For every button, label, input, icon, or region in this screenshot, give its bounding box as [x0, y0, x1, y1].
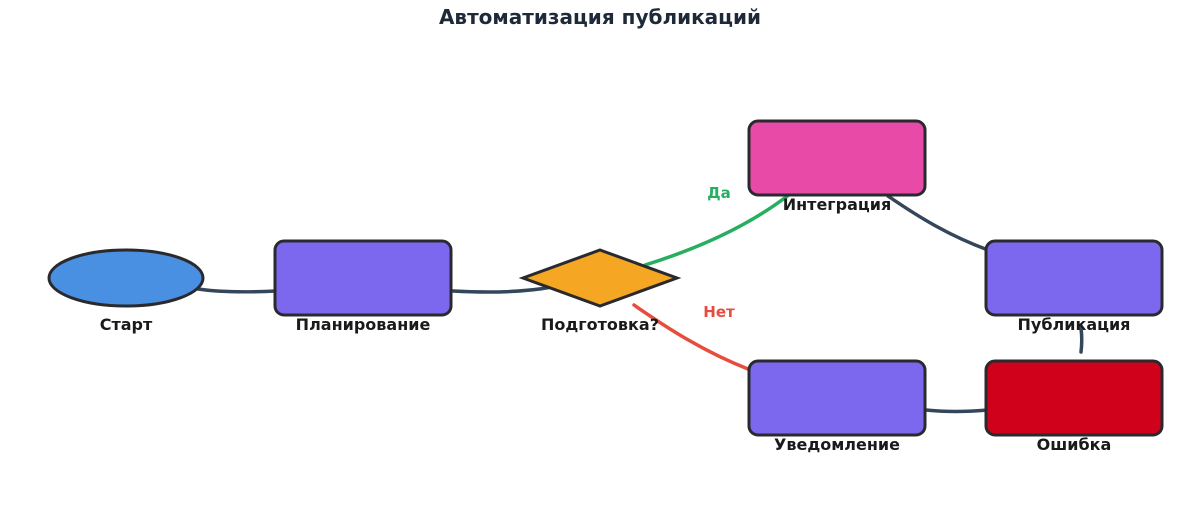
error-node [984, 359, 1164, 437]
error-label: Ошибка [1037, 435, 1112, 454]
notification-node [747, 359, 927, 437]
start-label: Старт [100, 315, 153, 334]
edge-label-no: Нет [703, 303, 735, 321]
integration-label: Интеграция [783, 195, 892, 214]
publication-node [984, 239, 1164, 317]
edge-error-to-publication [1079, 326, 1084, 354]
notification-label: Уведомление [774, 435, 900, 454]
start-node [47, 248, 205, 308]
preparation-decision-node [518, 248, 682, 308]
edge-notification-to-error [924, 408, 990, 414]
edge-label-yes: Да [707, 184, 730, 202]
planning-label: Планирование [296, 315, 431, 334]
edge-yes-preparation-to-integration [643, 192, 792, 267]
diagram-title: Автоматизация публикаций [439, 5, 761, 29]
preparation-label: Подготовка? [541, 315, 659, 334]
edge-start-to-planning [196, 287, 278, 294]
edge-integration-to-publication [886, 194, 990, 252]
planning-node [273, 239, 453, 317]
integration-node [747, 119, 927, 197]
publication-label: Публикация [1018, 315, 1131, 334]
edge-planning-to-preparation [451, 285, 554, 294]
edge-no-preparation-to-notification [632, 303, 750, 371]
